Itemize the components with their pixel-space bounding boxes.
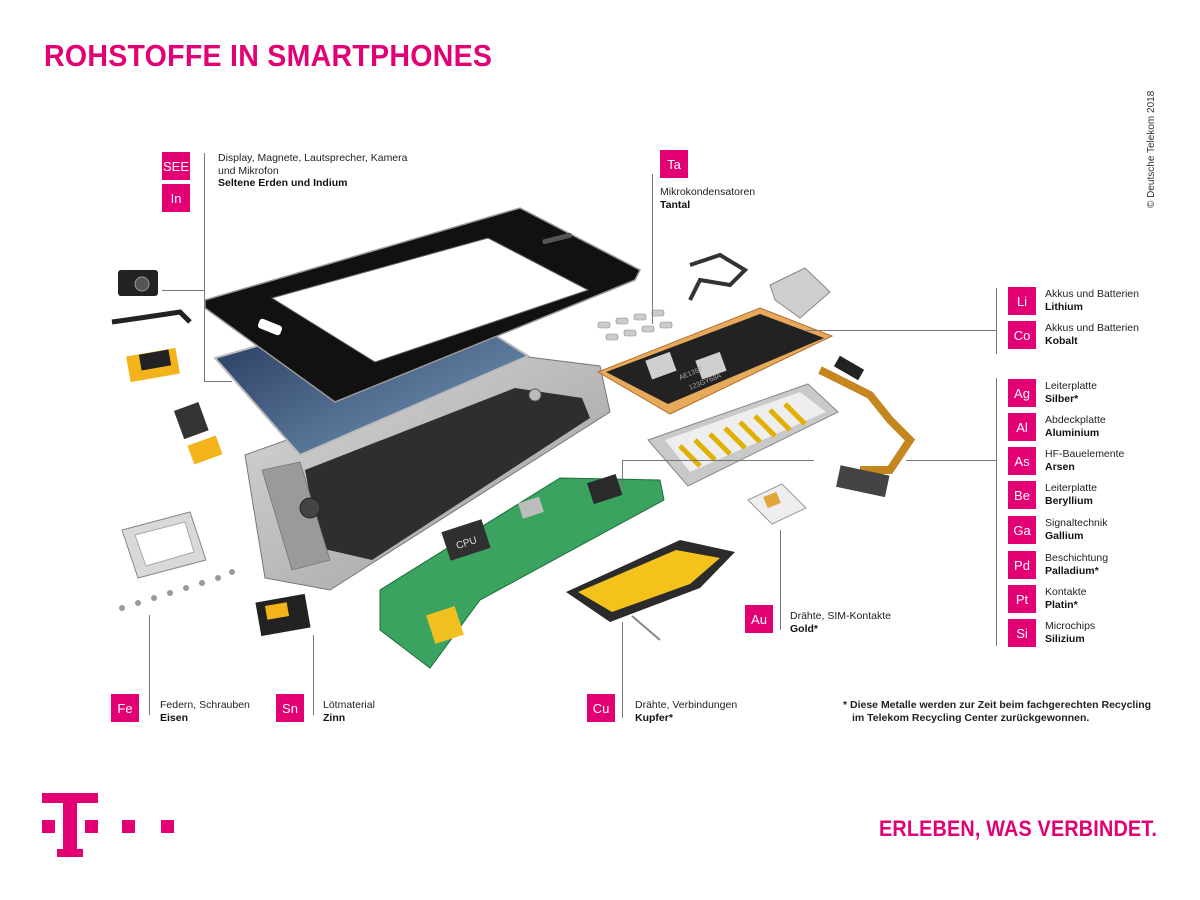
element-badge-al: Al <box>1008 413 1036 441</box>
element-badge-sn: Sn <box>276 694 304 722</box>
element-badge-ta: Ta <box>660 150 688 178</box>
element-badge-au: Au <box>745 605 773 633</box>
element-badge-be: Be <box>1008 481 1036 509</box>
small-flex-top <box>688 252 749 301</box>
shield-plate <box>769 267 831 319</box>
battery: AE1357 123GY68A <box>596 307 834 415</box>
small-board-bottom <box>255 593 311 637</box>
leader-line <box>652 174 653 324</box>
leader-line <box>906 460 996 461</box>
leader-line <box>204 153 205 381</box>
front-glass <box>204 207 642 403</box>
page-title: ROHSTOFFE IN SMARTPHONES <box>44 38 493 73</box>
back-frame <box>244 355 611 591</box>
element-badge-see: SEE <box>162 152 190 180</box>
element-badge-pt: Pt <box>1008 585 1036 613</box>
leader-line <box>622 460 623 490</box>
vibration-motor <box>173 402 223 465</box>
sim-tray <box>121 511 207 579</box>
speaker-module <box>566 540 735 641</box>
capacitors <box>597 309 673 341</box>
camera-module <box>118 270 158 296</box>
leader-line <box>622 460 814 461</box>
element-badge-ag: Ag <box>1008 379 1036 407</box>
leader-line <box>996 378 997 646</box>
element-badge-si: Si <box>1008 619 1036 647</box>
leader-line <box>780 530 781 630</box>
element-badge-co: Co <box>1008 321 1036 349</box>
leader-line <box>149 615 150 715</box>
element-badge-li: Li <box>1008 287 1036 315</box>
element-badge-cu: Cu <box>587 694 615 722</box>
element-badge-ga: Ga <box>1008 516 1036 544</box>
leader-line <box>622 622 623 718</box>
flex-cable-right <box>818 355 916 498</box>
leader-line <box>806 330 996 331</box>
slogan: ERLEBEN, WAS VERBINDET. <box>879 816 1158 841</box>
recycling-footnote: * Diese Metalle werden zur Zeit beim fac… <box>843 699 1152 724</box>
small-flex-left <box>111 309 192 325</box>
screws <box>119 569 235 611</box>
leader-line <box>162 290 204 291</box>
telekom-logo <box>42 793 182 859</box>
telekom-t-icon <box>42 793 174 857</box>
circuit-board: CPU <box>379 473 665 669</box>
leader-line <box>996 288 997 354</box>
element-badge-in: In <box>162 184 190 212</box>
leader-line <box>313 635 314 715</box>
element-badge-pd: Pd <box>1008 551 1036 579</box>
small-board-left <box>126 347 180 383</box>
leader-line <box>204 381 232 382</box>
element-badge-fe: Fe <box>111 694 139 722</box>
element-badge-as: As <box>1008 447 1036 475</box>
